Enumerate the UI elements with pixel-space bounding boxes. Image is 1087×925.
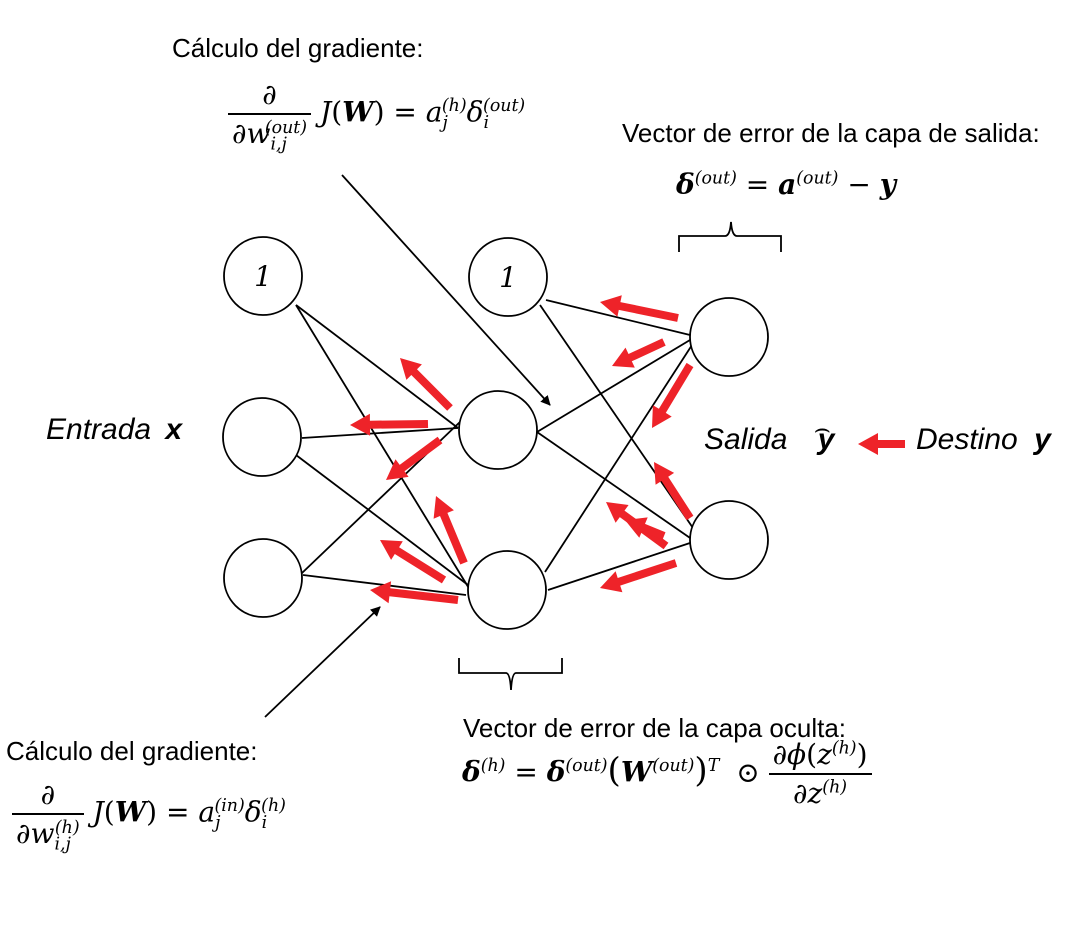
hidden-derivative-fraction: ∂ϕ(z(h)) ∂z(h) <box>768 738 872 810</box>
hat-icon: ⌢ <box>813 413 831 443</box>
backprop-arrows <box>350 295 905 604</box>
edge-h2-o2 <box>547 541 694 591</box>
edge-bias1-h1 <box>295 304 459 429</box>
output-error-formula: δ(out) = a(out) − y <box>676 168 896 201</box>
output-node-2 <box>689 500 769 580</box>
output-node-1 <box>689 297 769 377</box>
edge-x1-h1 <box>301 427 459 439</box>
edge-h1-o2 <box>536 431 694 541</box>
edge-x1-h2 <box>295 454 473 589</box>
top-partial-denominator: ∂wi,j(out) <box>232 117 308 155</box>
top-gradient-title: Cálculo del gradiente: <box>172 33 424 63</box>
output-error-brace <box>678 221 782 252</box>
bottom-gradient-title: Cálculo del gradiente: <box>6 736 258 766</box>
hidden-node-1 <box>458 390 538 470</box>
hidden-error-title: Vector de error de la capa oculta: <box>463 713 847 743</box>
nodes <box>222 236 769 630</box>
arrow-target-to-output <box>858 433 905 455</box>
arrow-h2-to-bias1 <box>433 496 468 565</box>
input-node-1 <box>222 397 302 477</box>
arrow-h1-to-x2 <box>386 436 443 480</box>
top-partial-fraction: ∂ ∂wi,j(out) <box>228 78 312 155</box>
arrow-o1-to-h2 <box>652 362 694 428</box>
arrow-o2-to-h1-b <box>625 517 666 540</box>
bias-hidden-node <box>468 237 548 317</box>
arrow-h1-to-x1 <box>350 413 429 436</box>
bottom-gradient-formula: ∂ ∂wi,j(h) J(W) = aj(in)δi(h) <box>12 778 286 853</box>
arrow-h2-to-x1 <box>380 540 447 584</box>
output-symbol-yhat: y ⌢ <box>813 413 835 456</box>
bias-hidden-label: 1 <box>499 261 517 294</box>
bottom-partial-fraction: ∂ ∂wi,j(h) <box>12 778 84 853</box>
arrow-o1-to-h1 <box>612 338 666 368</box>
edge-bias2-o1 <box>545 299 691 336</box>
hidden-error-formula: δ(h) = δ(out)(W(out))T ⊙ ∂ϕ(z(h)) ∂z(h) <box>462 738 872 810</box>
edge-bias2-o2 <box>539 304 694 529</box>
edge-bias1-h2 <box>295 304 471 591</box>
bias-input-label: 1 <box>254 260 272 293</box>
output-label: Salida y ⌢ <box>704 413 835 456</box>
top-gradient-pointer-arrow <box>341 174 551 406</box>
input-symbol: x <box>165 413 183 446</box>
arrow-h2-to-x2 <box>370 581 459 604</box>
arrow-o1-to-bias2 <box>600 295 679 322</box>
arrow-o2-to-h2 <box>600 559 678 593</box>
bottom-gradient-pointer-arrow <box>264 606 381 718</box>
top-gradient-formula: ∂ ∂wi,j(out) J(W) = aj(h)δi(out) <box>228 78 525 155</box>
top-partial-numerator: ∂ <box>228 78 312 115</box>
hidden-error-brace <box>458 658 563 691</box>
bias-input-node <box>223 236 303 316</box>
arrow-o2-to-bias2 <box>654 462 694 521</box>
input-node-2 <box>223 538 303 618</box>
edge-h2-o1 <box>544 344 693 573</box>
target-symbol: y <box>1034 423 1051 456</box>
input-label: Entrada x <box>46 413 183 446</box>
edge-h1-o1 <box>536 339 691 433</box>
output-error-title: Vector de error de la capa de salida: <box>622 118 1040 148</box>
target-label: Destino y <box>916 423 1051 456</box>
hidden-node-2 <box>467 550 547 630</box>
arrow-h1-to-bias1 <box>400 358 453 411</box>
